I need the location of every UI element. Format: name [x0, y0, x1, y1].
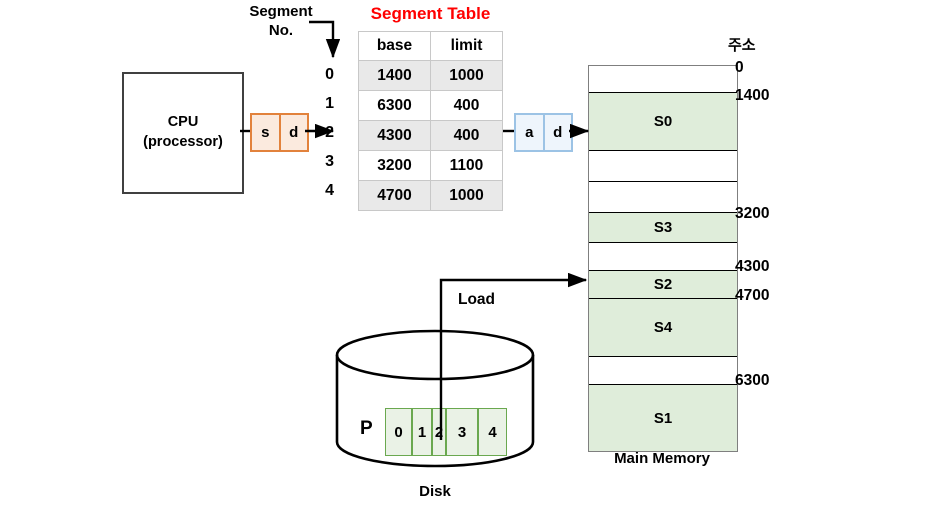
- cpu-box: CPU (processor): [122, 72, 244, 194]
- memory-block-free: [589, 357, 737, 385]
- disk-segment-3: 3: [446, 408, 478, 456]
- cpu-label: CPU (processor): [143, 113, 223, 152]
- segment-no-caption-line1: Segment: [249, 3, 313, 20]
- memory-block-S2: S2: [589, 271, 737, 299]
- segment-base-cell: 4300: [358, 120, 431, 151]
- address-column-title: 주소: [728, 37, 756, 54]
- segment-table-row-index-1: 1: [325, 95, 334, 112]
- address-mark-4700: 4700: [735, 287, 770, 304]
- segment-base-cell: 3200: [358, 150, 431, 181]
- disk-segment-0: 0: [385, 408, 412, 456]
- cpu-label-line1: CPU: [167, 114, 199, 131]
- segment-limit-cell: 1100: [430, 150, 503, 181]
- disk-caption: Disk: [419, 483, 451, 500]
- segment-table-title: Segment Table: [370, 4, 491, 23]
- segment-table-row-index-3: 3: [325, 153, 334, 170]
- address-mark-4300: 4300: [735, 258, 770, 275]
- disk-top-ellipse: [335, 329, 535, 381]
- segment-limit-cell: 400: [430, 90, 503, 121]
- segment-table-row-index-2: 2: [325, 124, 334, 141]
- segment-table-header-row: base limit: [358, 31, 503, 61]
- segment-limit-cell: 400: [430, 120, 503, 151]
- address-mark-3200: 3200: [735, 205, 770, 222]
- disk-process-label: P: [360, 418, 373, 439]
- memory-block-free: [589, 182, 737, 213]
- memory-block-free: [589, 243, 737, 271]
- disk-segment-4: 4: [478, 408, 507, 456]
- memory-block-S0: S0: [589, 93, 737, 151]
- segment-table-col-limit: limit: [430, 31, 503, 61]
- segment-limit-cell: 1000: [430, 60, 503, 91]
- memory-block-S1: S1: [589, 385, 737, 451]
- main-memory-caption: Main Memory: [614, 450, 710, 467]
- load-label: Load: [458, 291, 496, 308]
- segment-no-caption-line2: No.: [268, 21, 294, 39]
- physical-address-offset-field: d: [542, 115, 572, 150]
- memory-block-free: [589, 151, 737, 182]
- segment-base-cell: 1400: [358, 60, 431, 91]
- memory-block-S3: S3: [589, 213, 737, 243]
- segment-table-row-index-0: 0: [325, 66, 334, 83]
- segment-no-caption: Segment No.: [233, 3, 329, 41]
- segment-table-col-base: base: [358, 31, 431, 61]
- memory-block-S4: S4: [589, 299, 737, 357]
- memory-block-free: [589, 66, 737, 93]
- address-mark-0: 0: [735, 59, 744, 76]
- address-mark-1400: 1400: [735, 87, 770, 104]
- physical-address-address-field: a: [525, 124, 534, 141]
- segment-table-row-index-column: 0 1 2 3 4: [312, 60, 334, 205]
- segment-base-cell: 4700: [358, 180, 431, 211]
- disk-segment-1: 1: [412, 408, 432, 456]
- address-mark-6300: 6300: [735, 372, 770, 389]
- segment-limit-cell: 1000: [430, 180, 503, 211]
- cpu-label-line2: (processor): [143, 134, 223, 150]
- segment-base-cell: 6300: [358, 90, 431, 121]
- segment-table-row-index-4: 4: [325, 182, 334, 199]
- logical-address-offset-field: d: [278, 115, 308, 150]
- disk-segment-2: 2: [432, 408, 446, 456]
- physical-address-box: a d: [514, 113, 573, 152]
- logical-address-box: s d: [250, 113, 309, 152]
- logical-address-segment-field: s: [261, 124, 270, 141]
